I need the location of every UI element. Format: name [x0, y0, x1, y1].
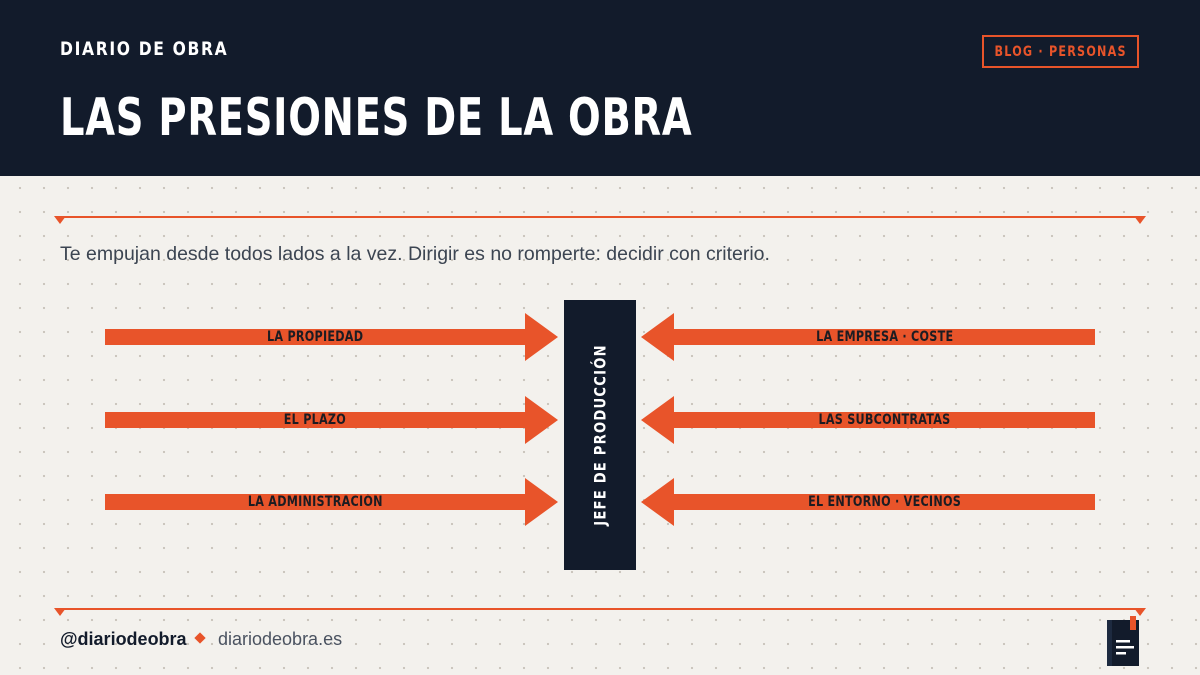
- pressure-label: LA PROPIEDAD: [266, 329, 364, 345]
- website-link[interactable]: diariodeobra.es: [218, 629, 343, 649]
- pressure-label: EL ENTORNO · VECINOS: [808, 494, 961, 510]
- pressure-arrow-right: EL ENTORNO · VECINOS: [641, 478, 1095, 526]
- diamond-separator-icon: [194, 632, 206, 644]
- pressure-arrow-right: LA EMPRESA · COSTE: [641, 313, 1095, 361]
- page-title: LAS PRESIONES DE LA OBRA: [60, 88, 693, 148]
- center-node: JEFE DE PRODUCCIÓN: [564, 300, 636, 570]
- top-divider: [54, 216, 1146, 224]
- category-tag-label: BLOG · PERSONAS: [994, 43, 1127, 60]
- subtitle: Te empujan desde todos lados a la vez. D…: [60, 243, 770, 265]
- pressure-label: LAS SUBCONTRATAS: [818, 412, 951, 428]
- pressure-arrow-left: LA ADMINISTRACIÓN: [105, 478, 558, 526]
- brand-name: DIARIO DE OBRA: [60, 38, 229, 60]
- center-node-label: JEFE DE PRODUCCIÓN: [590, 344, 610, 526]
- pressure-arrow-right: LAS SUBCONTRATAS: [641, 396, 1095, 444]
- pressure-arrow-left: EL PLAZO: [105, 396, 558, 444]
- header-band: DIARIO DE OBRA BLOG · PERSONAS LAS PRESI…: [0, 0, 1200, 176]
- pressure-label: LA EMPRESA · COSTE: [815, 329, 954, 345]
- category-tag: BLOG · PERSONAS: [982, 35, 1139, 68]
- pressure-label: EL PLAZO: [283, 412, 347, 428]
- social-handle[interactable]: @diariodeobra: [60, 629, 187, 649]
- bottom-divider: [54, 608, 1146, 616]
- pressure-arrow-left: LA PROPIEDAD: [105, 313, 558, 361]
- pressure-label: LA ADMINISTRACIÓN: [247, 494, 383, 510]
- book-icon: [1107, 616, 1139, 666]
